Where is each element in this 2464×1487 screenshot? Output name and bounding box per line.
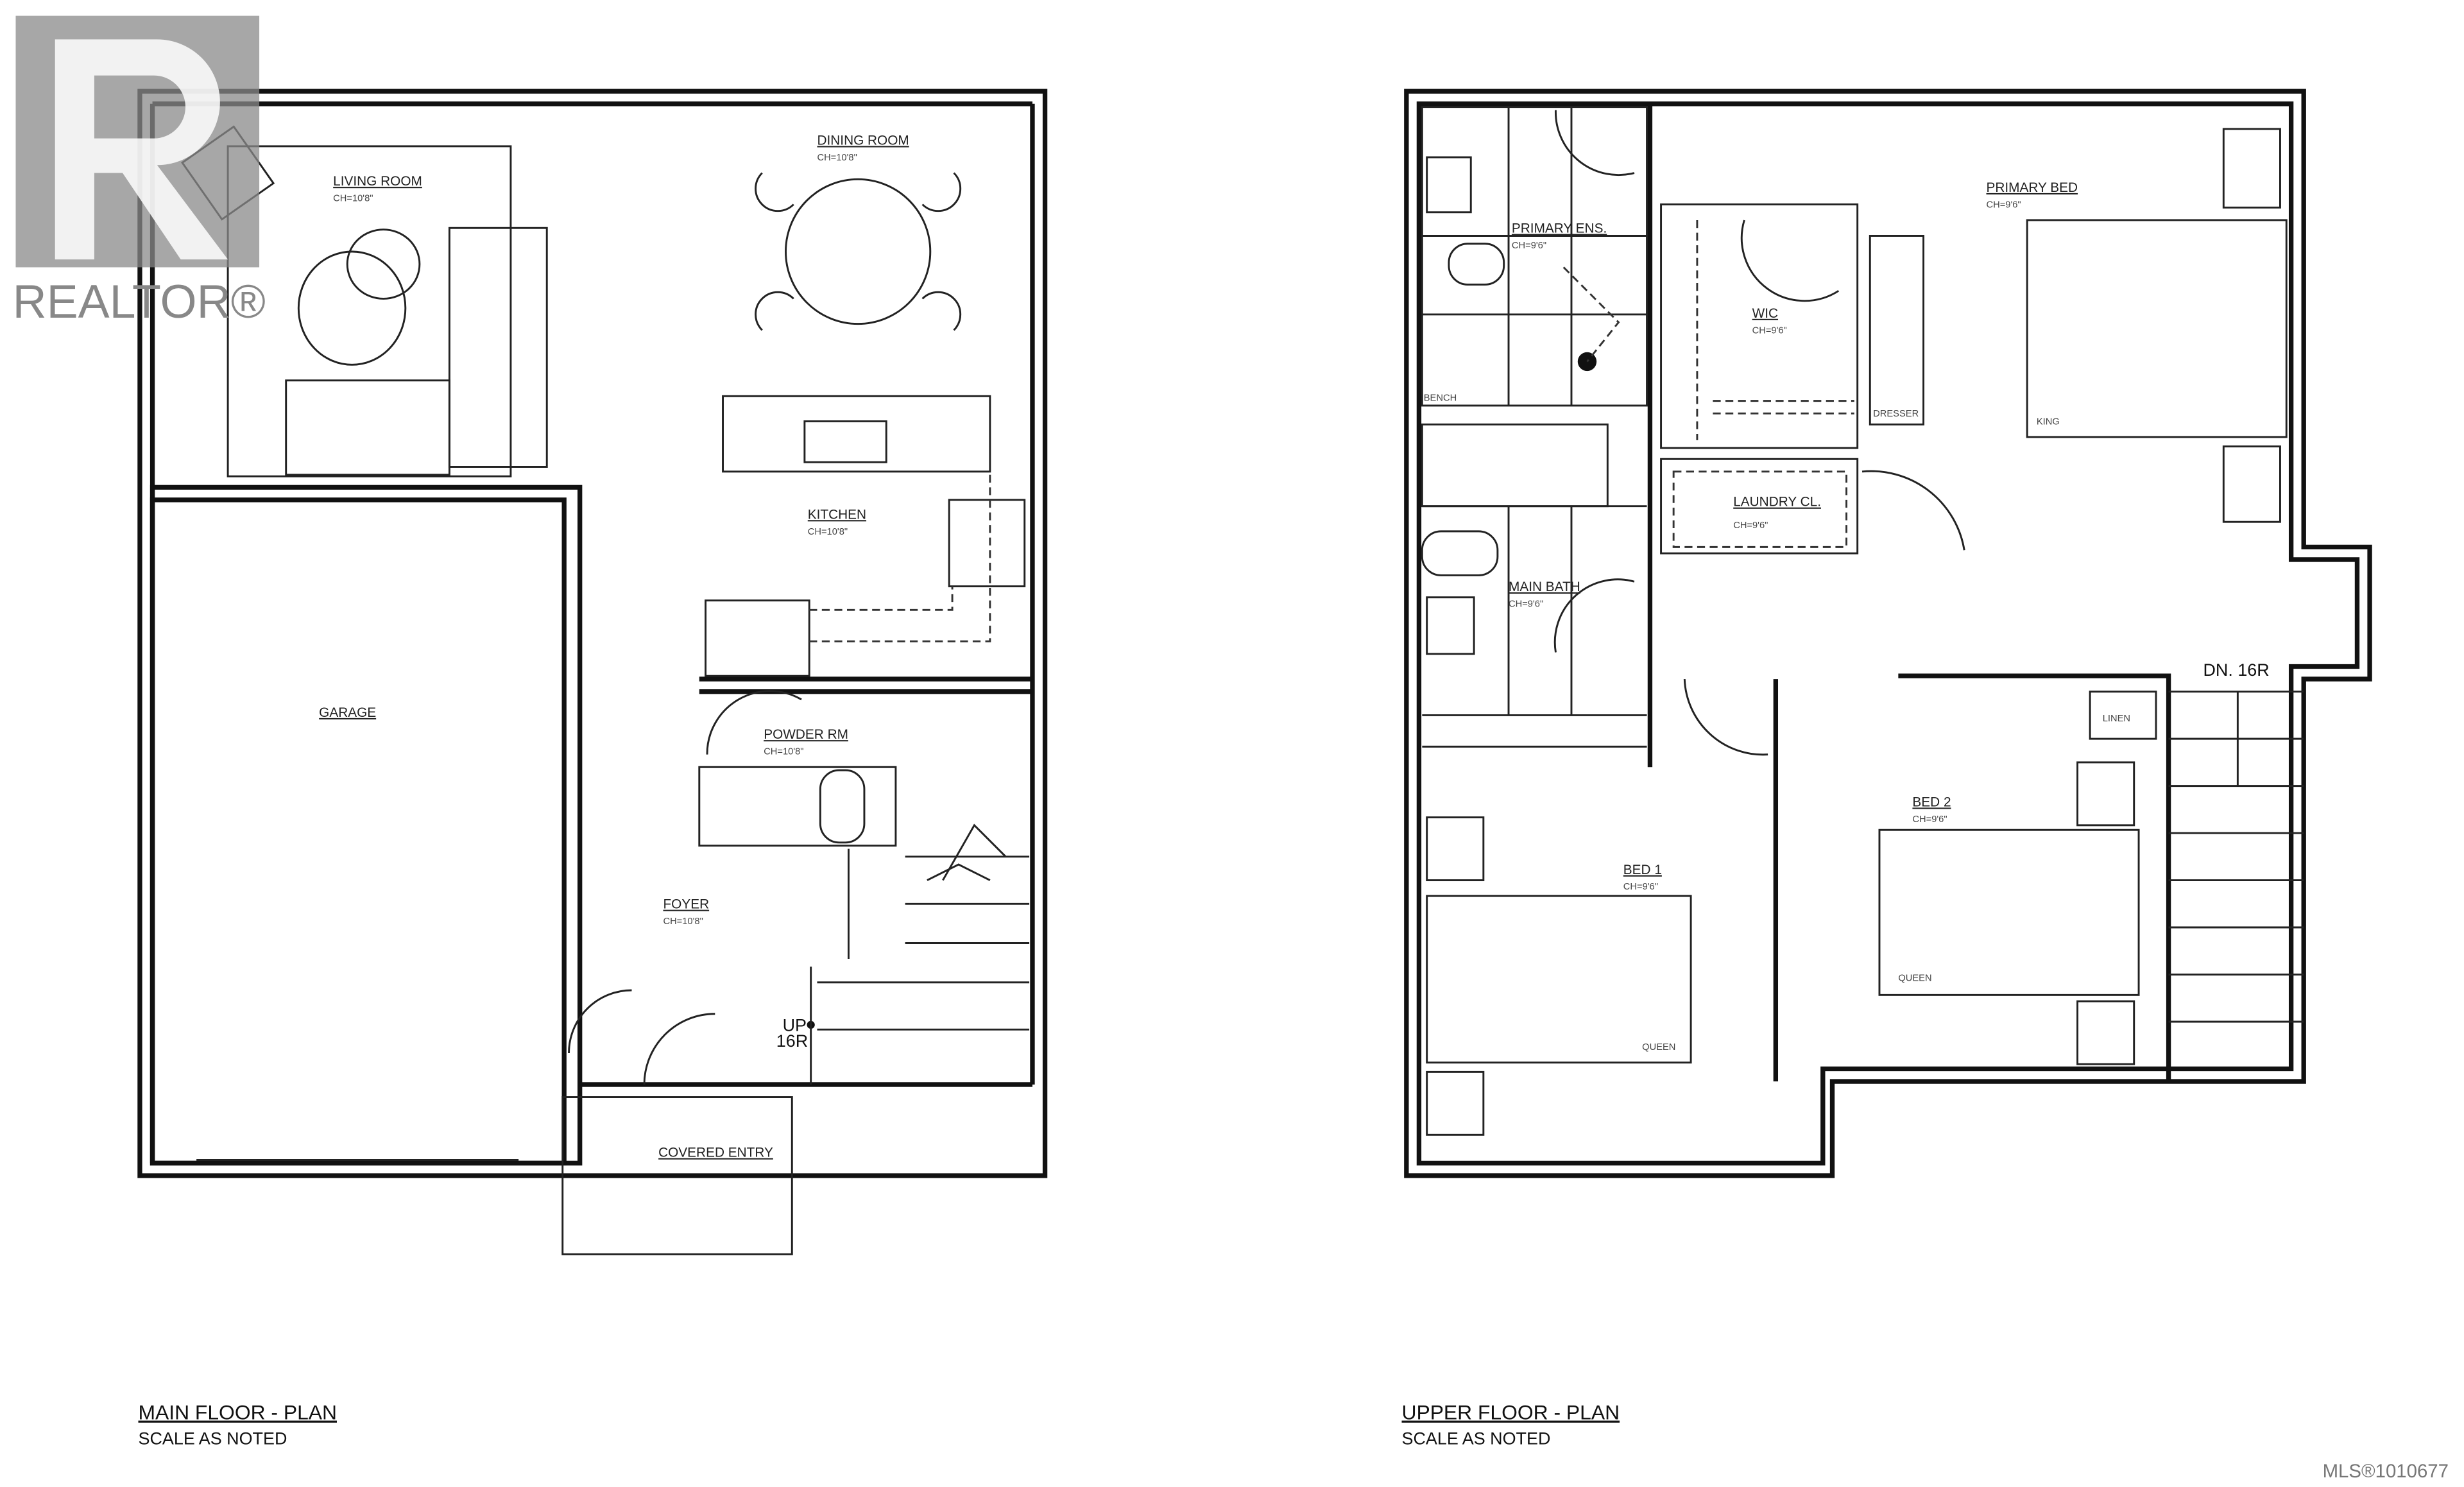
kitchen-label: KITCHEN	[808, 507, 866, 522]
range-icon	[948, 499, 1026, 588]
dresser-label: DRESSER	[1873, 409, 1919, 419]
powder-room-label: POWDER RM	[764, 727, 848, 742]
queen-bed-1-icon	[1426, 895, 1692, 1064]
wic-ch: CH=9'6"	[1752, 325, 1787, 336]
primary-ensuite-ch: CH=9'6"	[1512, 241, 1546, 251]
main-floor-scale: SCALE AS NOTED	[139, 1429, 287, 1448]
main-floor-title: MAIN FLOOR - PLAN	[139, 1401, 338, 1424]
wic-label: WIC	[1752, 306, 1778, 321]
queen-1-label: QUEEN	[1642, 1042, 1675, 1053]
queen-bed-2-icon	[1878, 829, 2140, 996]
bench-label: BENCH	[1424, 393, 1457, 404]
king-label: KING	[2037, 417, 2060, 427]
primary-bed-ch: CH=9'6"	[1987, 200, 2021, 210]
foyer-label: FOYER	[663, 897, 709, 912]
kitchen-island	[722, 395, 991, 473]
realtor-logo: REALTOR®	[13, 15, 266, 328]
upper-exterior-wall	[1404, 89, 2372, 1178]
king-bed-icon	[2026, 219, 2288, 438]
garage-walls	[150, 485, 583, 1166]
main-bath-ch: CH=9'6"	[1509, 599, 1543, 609]
realtor-logo-text: REALTOR®	[13, 275, 266, 328]
laundry-label: LAUNDRY CL.	[1733, 495, 1821, 510]
bathtub-icon	[1421, 423, 1609, 508]
bed-1-ch: CH=9'6"	[1623, 882, 1658, 892]
powder-room-ch: CH=10'8"	[764, 747, 803, 757]
main-floor-plan: LIVING ROOM CH=10'8" DINING ROOM CH=10'8…	[137, 89, 1048, 1255]
upper-floor-plan: PRIMARY ENS. CH=9'6" WIC CH=9'6" PRIMARY…	[1404, 89, 2372, 1178]
bed-2-label: BED 2	[1912, 795, 1951, 809]
main-bath-label: MAIN BATH	[1509, 580, 1580, 594]
upper-floor-title: UPPER FLOOR - PLAN	[1401, 1401, 1620, 1424]
bed-2-ch: CH=9'6"	[1912, 814, 1947, 825]
linen-label: LINEN	[2103, 714, 2130, 724]
primary-ensuite-label: PRIMARY ENS.	[1512, 221, 1607, 236]
laundry-ch: CH=9'6"	[1733, 520, 1768, 531]
garage-label: GARAGE	[319, 705, 376, 720]
covered-entry-label: COVERED ENTRY	[658, 1146, 773, 1160]
upper-floor-scale: SCALE AS NOTED	[1401, 1429, 1550, 1448]
stair-down-label: DN. 16R	[2203, 660, 2269, 680]
foyer-ch: CH=10'8"	[663, 916, 703, 927]
living-room-ch: CH=10'8"	[333, 194, 373, 204]
mls-number: MLS®1010677	[2323, 1461, 2449, 1482]
queen-2-label: QUEEN	[1898, 973, 1931, 983]
dining-room-ch: CH=10'8"	[817, 153, 857, 163]
linen-closet	[2089, 691, 2157, 740]
laundry-closet	[1660, 458, 1859, 554]
stair-up-label: UP	[783, 1016, 807, 1035]
bed-1-label: BED 1	[1623, 863, 1662, 877]
primary-bed-label: PRIMARY BED	[1987, 180, 2078, 195]
main-exterior-wall	[137, 89, 1048, 1178]
covered-entry	[561, 1096, 793, 1255]
dresser	[1869, 235, 1925, 425]
sofa-icon	[448, 227, 548, 468]
kitchen-ch: CH=10'8"	[808, 527, 848, 537]
dining-room-label: DINING ROOM	[817, 133, 909, 148]
stair-count: 16R	[776, 1031, 808, 1051]
dining-table-icon	[785, 178, 932, 325]
primary-ensuite	[1421, 106, 1648, 407]
living-room-label: LIVING ROOM	[333, 174, 422, 189]
